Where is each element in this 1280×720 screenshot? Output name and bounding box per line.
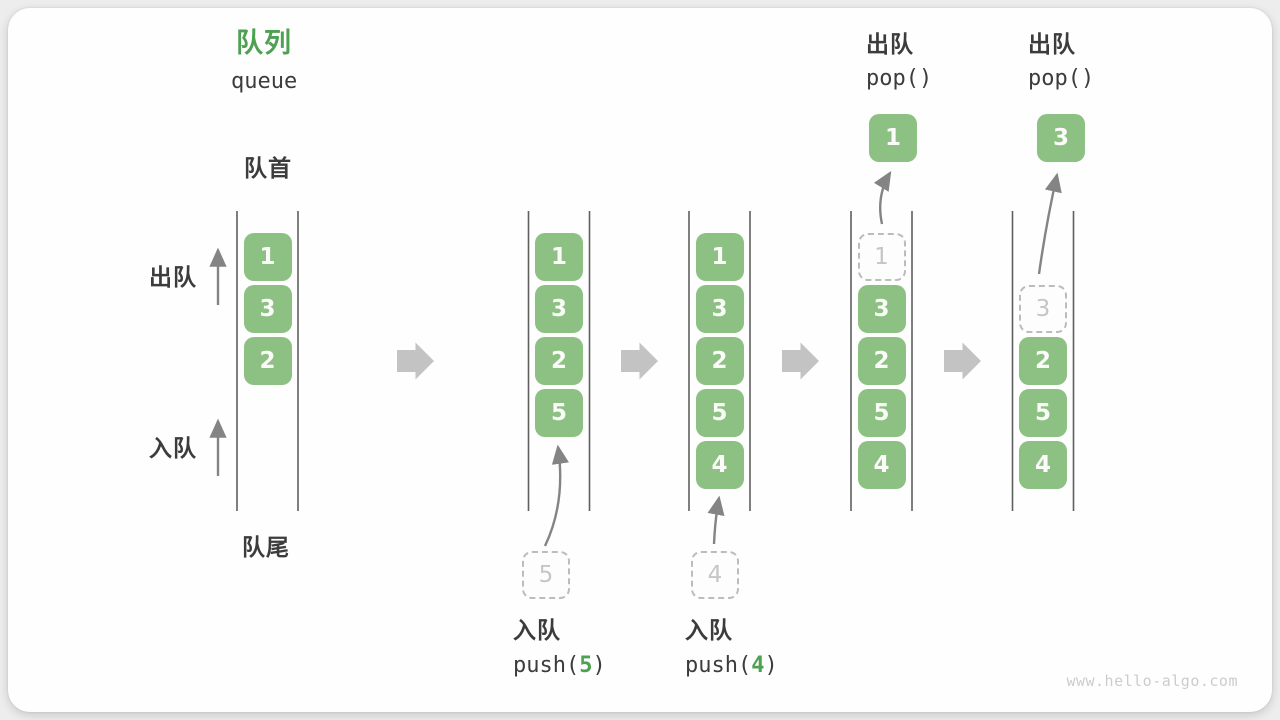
diagram-card bbox=[8, 8, 1272, 712]
diagram-subtitle: queue bbox=[231, 69, 298, 94]
diagram-title: 队列 bbox=[236, 28, 292, 58]
label-queue-front: 队首 bbox=[244, 155, 292, 181]
label-enqueue: 入队 bbox=[149, 435, 197, 461]
label-queue-rear: 队尾 bbox=[242, 534, 290, 560]
watermark: www.hello-algo.com bbox=[1066, 672, 1238, 690]
label-dequeue: 出队 bbox=[149, 264, 197, 290]
